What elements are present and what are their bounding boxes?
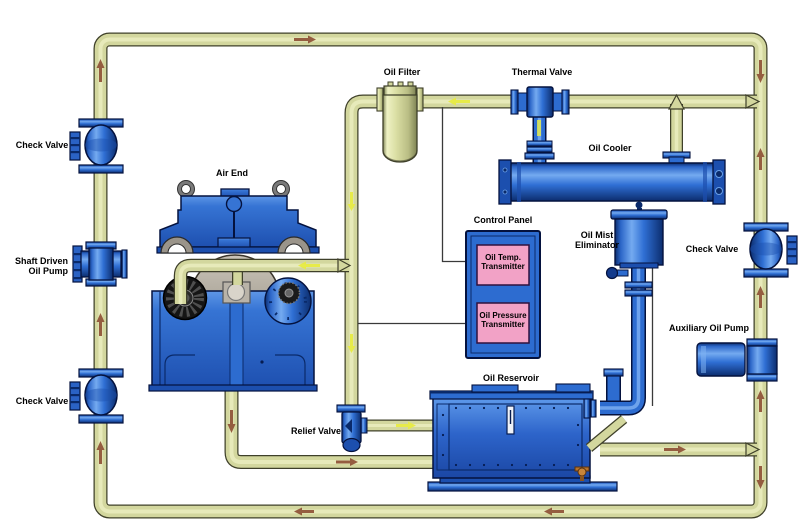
- label-auxiliary-oil-pump: Auxiliary Oil Pump: [668, 323, 750, 333]
- oil-injection-pipe: [173, 257, 352, 304]
- temp-transmitter-wire: [441, 107, 466, 263]
- label-thermal-valve: Thermal Valve: [511, 67, 573, 77]
- drain-valve-icon: [574, 466, 590, 481]
- check-valve-top-left-symbol: [69, 118, 124, 174]
- oil-temp-transmitter-box: [476, 244, 530, 286]
- label-oil-pressure-transmitter: Oil Pressure Transmitter: [479, 311, 527, 330]
- shaft-driven-oil-pump-symbol: [72, 241, 128, 287]
- label-check-valve-right: Check Valve: [685, 244, 739, 254]
- label-shaft-driven-oil-pump: Shaft Driven Oil Pump: [14, 256, 68, 277]
- oil-mist-eliminator-symbol: [605, 201, 668, 280]
- air-end-symbol: [148, 180, 320, 392]
- relief-valve-symbol: [336, 404, 368, 453]
- mist-eliminator-valve-icon: [605, 266, 629, 280]
- sight-glass-icon: [506, 405, 515, 435]
- oil-cooler-symbol: [498, 112, 726, 205]
- check-valve-bottom-left-symbol: [69, 368, 124, 424]
- check-valve-right-symbol: [743, 222, 798, 278]
- label-oil-mist-eliminator: Oil Mist Eliminator: [574, 230, 619, 251]
- reservoir-bolts: [441, 406, 580, 467]
- label-relief-valve: Relief Valve: [290, 426, 342, 436]
- label-check-valve-bottom-left: Check Valve: [15, 396, 69, 406]
- mist-eliminator-piping: [583, 262, 653, 419]
- label-oil-temp-transmitter: Oil Temp. Transmitter: [481, 253, 525, 272]
- auxiliary-oil-pump-symbol: [696, 338, 778, 382]
- label-oil-filter: Oil Filter: [383, 67, 421, 77]
- label-air-end: Air End: [215, 168, 248, 178]
- label-oil-cooler: Oil Cooler: [588, 143, 632, 153]
- label-control-panel: Control Panel: [473, 215, 533, 225]
- oil-filter-symbol: [376, 81, 424, 163]
- thermal-valve-symbol: [510, 86, 570, 118]
- control-panel-symbol: [465, 230, 541, 359]
- reservoir-return-pipe: [585, 415, 628, 452]
- flow-arrows-dark: [96, 35, 765, 516]
- label-check-valve-top-left: Check Valve: [15, 140, 69, 150]
- gearbox-housing-icon: [264, 277, 312, 325]
- oil-pressure-transmitter-box: [476, 302, 530, 344]
- oil-reservoir-symbol: [427, 383, 618, 492]
- label-oil-reservoir: Oil Reservoir: [482, 373, 540, 383]
- flow-arrows-yellow: [347, 97, 470, 430]
